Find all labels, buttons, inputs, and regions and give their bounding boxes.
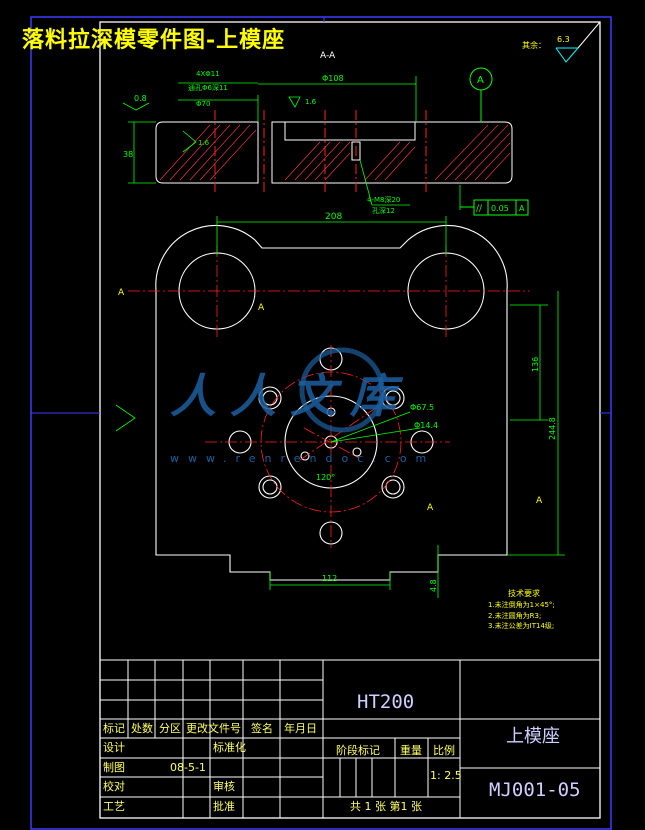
section-view	[155, 110, 513, 195]
section-mark-a3: A	[536, 496, 543, 506]
roughness-label: 其余：	[522, 40, 546, 50]
tb-jieduan: 阶段标记	[336, 744, 380, 757]
dim-tongkong: 通孔Φ6深11	[188, 83, 228, 92]
roughness-symbol	[555, 47, 580, 63]
tb-qianming: 签名	[251, 722, 273, 735]
datum-label: A	[477, 75, 484, 86]
dim-244-8: 244.8	[548, 417, 557, 440]
dim-1-6-top: 1.6	[305, 98, 317, 106]
roughness-value: 6.3	[557, 35, 570, 44]
dim-phi108: Φ108	[322, 74, 344, 83]
tb-nianyueri: 年月日	[284, 722, 317, 735]
tb-sheets: 共 1 张 第1 张	[350, 800, 422, 813]
tech-req-item-1: 1.未注倒角为1×45°;	[488, 601, 555, 609]
tb-biaozhunhua: 标准化	[213, 741, 246, 754]
dim-4xphi11: 4XΦ11	[196, 70, 220, 78]
dim-m8: 4-M8深20	[367, 195, 400, 204]
dim-120deg: 120°	[316, 473, 335, 482]
tb-jiaodui: 校对	[103, 780, 125, 793]
section-dimensions	[122, 76, 461, 210]
tb-gengai: 更改文件号	[186, 722, 241, 735]
tb-chushu: 处数	[131, 722, 153, 735]
watermark-logo	[299, 347, 385, 433]
dim-136: 136	[531, 357, 540, 372]
plan-dimensions	[115, 216, 565, 598]
section-mark-a4: A	[427, 503, 434, 513]
tech-requirements: 技术要求 1.未注倒角为1×45°; 2.未注圆角为R3; 3.未注公差为IT1…	[488, 588, 555, 632]
tb-fenqu: 分区	[159, 722, 181, 735]
section-label: A-A	[320, 51, 336, 61]
section-mark-a1: A	[118, 288, 125, 298]
tb-zhitu: 制图	[103, 761, 125, 774]
tb-gongyi: 工艺	[103, 800, 125, 813]
tb-bili: 比例	[433, 744, 455, 757]
watermark-url: www.renrendoc.com	[170, 452, 435, 465]
dim-phi14-4: Φ14.4	[414, 421, 438, 430]
divider-top	[577, 21, 601, 49]
tolerance-symbol: //	[476, 204, 483, 214]
bolt-circle	[260, 371, 402, 513]
dim-208: 208	[325, 212, 342, 222]
outer-frame	[30, 16, 612, 830]
tech-req-title: 技术要求	[508, 589, 540, 598]
watermark-text: 人人文库	[170, 369, 410, 423]
drawing-number: MJ001-05	[489, 779, 581, 801]
tb-scale: 1: 2.5	[430, 769, 462, 782]
dim-kongshen: 孔深12	[372, 206, 395, 215]
tech-req-item-2: 2.未注圆角为R3;	[488, 611, 542, 620]
dim-112: 112	[322, 574, 337, 583]
dim-phi67-5: Φ67.5	[410, 403, 434, 412]
part-name: 上模座	[506, 726, 560, 747]
tolerance-value: 0.05	[491, 204, 509, 213]
plan-centerlines	[128, 245, 530, 548]
material: HT200	[357, 691, 415, 713]
tb-pizhun: 批准	[213, 800, 235, 813]
dim-0-8: 0.8	[134, 94, 147, 103]
tb-zhongliang: 重量	[400, 744, 422, 757]
title-block-grid	[99, 659, 601, 819]
tech-req-item-3: 3.未注公差为IT14级;	[488, 622, 555, 630]
dim-phi70: Φ70	[196, 100, 210, 108]
dim-1-6-left: 1.6	[198, 139, 210, 147]
section-mark-a2: A	[258, 303, 265, 313]
dim-38: 38	[123, 150, 133, 159]
drawing-title: 落料拉深模零件图-上模座	[22, 27, 286, 53]
dim-4-8: 4.8	[429, 579, 438, 592]
tb-date: 08-5-1	[170, 761, 206, 774]
tb-sheji: 设计	[103, 741, 125, 754]
tb-shenhe: 审核	[213, 780, 235, 793]
tb-biaoji: 标记	[103, 722, 125, 735]
tolerance-datum: A	[519, 204, 525, 213]
